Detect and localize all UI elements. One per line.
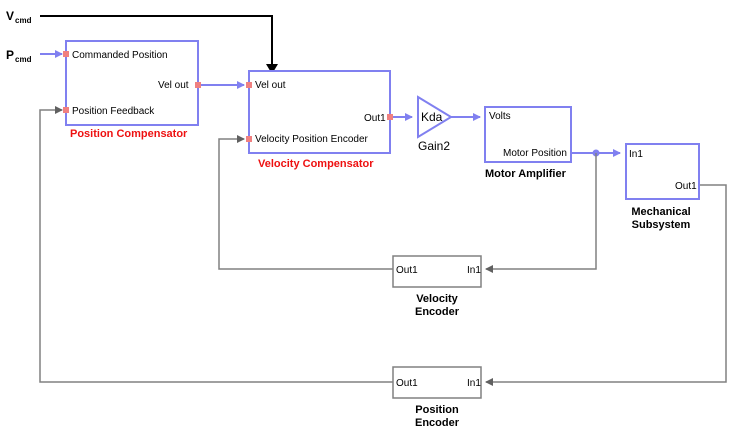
- position-encoder-title-1: Position: [415, 404, 459, 416]
- position-encoder-block[interactable]: Out1 In1: [392, 366, 482, 399]
- position-encoder-title-2: Encoder: [415, 417, 460, 429]
- velocity-encoder-title-2: Encoder: [415, 306, 460, 318]
- pe-in-label: In1: [467, 378, 481, 389]
- ve-in-label: In1: [467, 265, 481, 276]
- wire-mech-posenc[interactable]: [485, 184, 727, 386]
- wire-posenc-feedback[interactable]: [39, 106, 393, 383]
- wire-vcmd-arrowhead: [266, 64, 278, 74]
- svg-text:cmd: cmd: [15, 16, 32, 25]
- velocity-encoder-title-1: Velocity: [416, 293, 458, 305]
- vc-in2-label: Velocity Position Encoder: [255, 134, 369, 145]
- mechanical-subsystem-title-1: Mechanical: [631, 206, 690, 218]
- velocity-compensator-block[interactable]: Vel out Velocity Position Encoder Out1: [246, 70, 393, 154]
- motor-amplifier-block[interactable]: Volts Motor Position: [484, 106, 572, 163]
- mechanical-subsystem-title-2: Subsystem: [632, 219, 691, 231]
- wire-velenc-feedback[interactable]: [218, 135, 393, 270]
- port-vc-out1: [387, 114, 393, 120]
- ms-in-label: In1: [629, 149, 643, 160]
- ma-in-label: Volts: [489, 111, 511, 122]
- wire-branch-velenc[interactable]: [485, 153, 597, 273]
- svg-text:cmd: cmd: [15, 55, 32, 64]
- vc-out-label: Out1: [364, 113, 386, 124]
- v-cmd-label: V cmd: [6, 9, 32, 25]
- position-compensator-title: Position Compensator: [70, 128, 188, 140]
- svg-text:V: V: [6, 9, 14, 23]
- mechanical-subsystem-block[interactable]: In1 Out1: [625, 143, 700, 200]
- pc-in1-label: Commanded Position: [72, 50, 168, 61]
- velocity-compensator-title: Velocity Compensator: [258, 158, 374, 170]
- vc-in1-label: Vel out: [255, 80, 286, 91]
- port-position-feedback: [63, 107, 69, 113]
- wire-vcmd[interactable]: [40, 15, 273, 66]
- svg-text:P: P: [6, 48, 14, 62]
- gain-block[interactable]: Kda: [417, 95, 453, 139]
- ms-out-label: Out1: [675, 181, 697, 192]
- position-compensator-block[interactable]: Commanded Position Position Feedback Vel…: [63, 40, 201, 126]
- gain-value: Kda: [421, 110, 443, 124]
- motor-amplifier-title: Motor Amplifier: [485, 168, 567, 180]
- p-cmd-label: P cmd: [6, 48, 32, 64]
- port-vc-velocity-position-encoder: [246, 136, 252, 142]
- port-commanded-position: [63, 51, 69, 57]
- port-vel-out: [195, 82, 201, 88]
- port-vc-vel-out: [246, 82, 252, 88]
- ma-out-label: Motor Position: [503, 148, 567, 159]
- velocity-encoder-block[interactable]: Out1 In1: [392, 255, 482, 288]
- pc-in2-label: Position Feedback: [72, 106, 155, 117]
- pe-out-label: Out1: [396, 378, 418, 389]
- ve-out-label: Out1: [396, 265, 418, 276]
- pc-out-label: Vel out: [158, 80, 189, 91]
- gain-name: Gain2: [418, 139, 450, 153]
